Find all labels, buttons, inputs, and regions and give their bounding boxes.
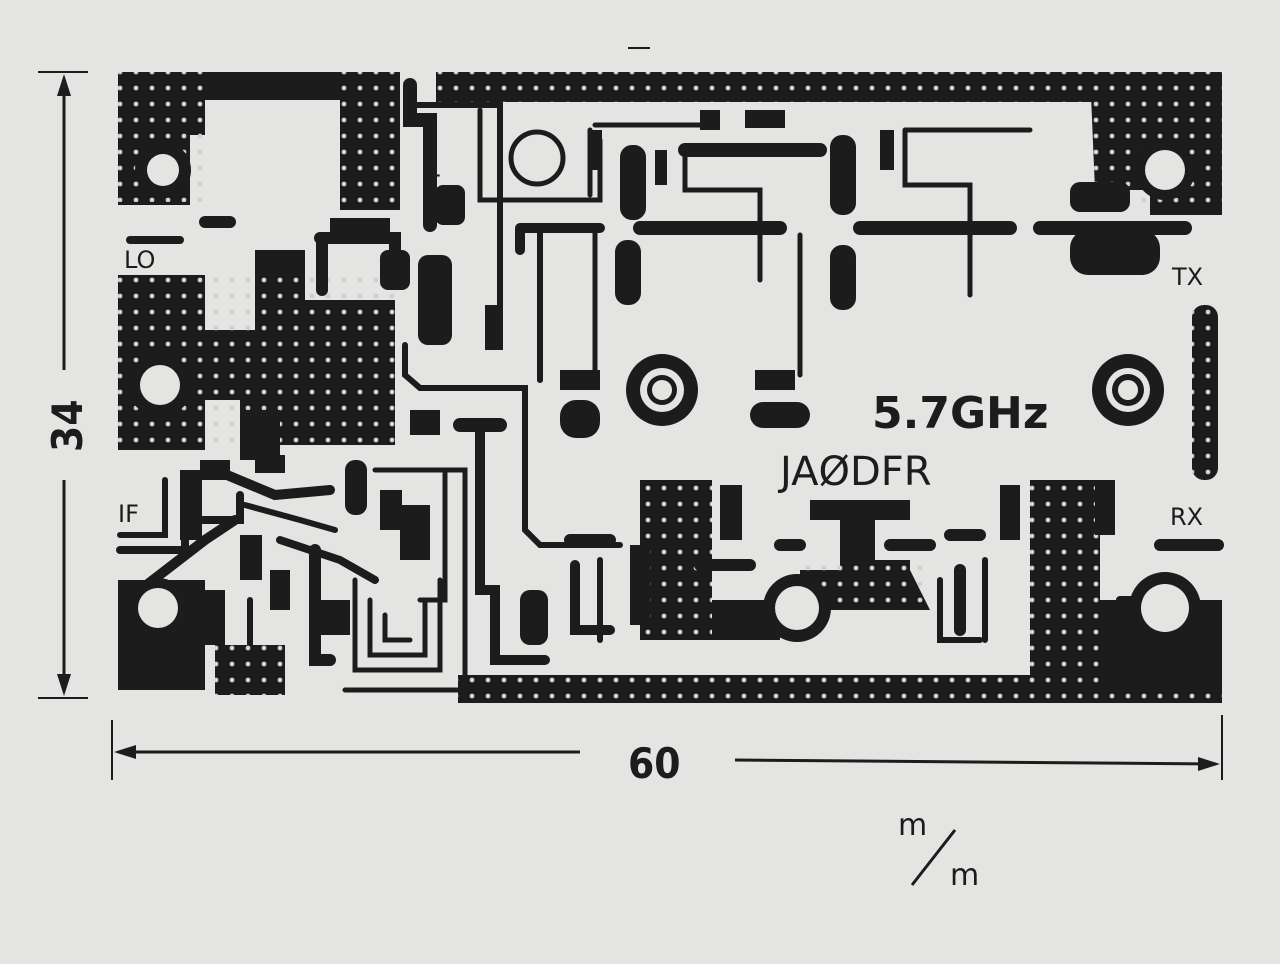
port-label-rx: RX <box>1170 503 1203 531</box>
side-rail-right <box>1192 305 1218 480</box>
width-dimension-line <box>111 715 1223 780</box>
frequency-label: 5.7GHz <box>872 388 1049 439</box>
unit-label-top: m <box>898 808 927 843</box>
height-dimension-value: 34 <box>43 399 92 452</box>
callsign-label: JAØDFR <box>777 449 932 495</box>
unit-label-bottom: m <box>950 858 979 893</box>
mount-hole-flower-left <box>626 354 698 426</box>
port-label-tx: TX <box>1171 263 1203 291</box>
unit-label: m m <box>898 808 979 893</box>
mount-hole-flower-right <box>1092 354 1164 426</box>
port-label-lo: LO <box>124 246 155 274</box>
width-dimension-value: 60 <box>628 739 681 788</box>
height-dimension-line <box>38 71 88 699</box>
microstrip-traces <box>116 78 1224 693</box>
connector-pads <box>128 129 1201 644</box>
port-label-t: T <box>424 170 440 198</box>
port-label-if: IF <box>118 500 139 528</box>
